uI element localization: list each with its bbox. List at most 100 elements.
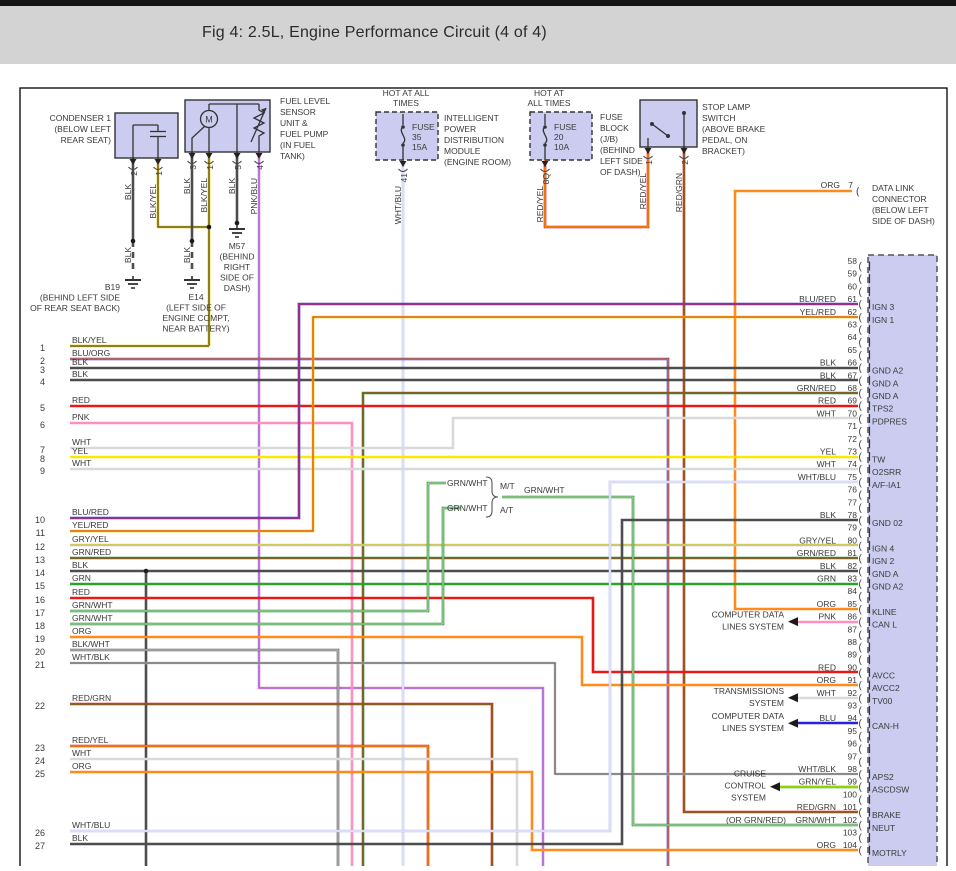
hot-at-all-times-label: HOT AT [534,88,564,98]
pin-number: 92 [848,688,858,698]
fuse-symbol [400,126,406,144]
left-wire-number: 7 [40,445,45,455]
fuse-side-label: MODULE [444,146,481,156]
pin-signal-label: PDPRES [872,416,907,426]
pin-number: 98 [848,764,858,774]
left-wire-number: 27 [35,841,45,851]
junction-dot [206,224,212,230]
pin-number: 79 [848,523,858,533]
fuse-rating-label: 20 [554,132,564,142]
pin-number: 58 [848,256,858,266]
pin-wire-code: BLK [182,178,192,194]
wire-stripe-GRN-WHT [70,482,446,612]
pin-arrow-icon [129,159,137,165]
data-link-connector-label: SIDE OF DASH) [872,216,935,226]
pin-number: 61 [848,294,858,304]
left-wire-number: 8 [40,454,45,464]
pin-number: 88 [848,637,858,647]
ground-label: NEAR BATTERY) [162,324,229,334]
hot-at-all-times-label: HOT AT ALL [383,88,430,98]
pin-signal-label: BRAKE [872,810,901,820]
left-wire-code: BLU/ORG [72,348,110,358]
pin-bracket-icon [232,160,242,164]
system-ref-arrow-icon [770,782,780,792]
stop-lamp-switch-label: STOP LAMP [702,102,751,112]
left-wire-number: 14 [35,568,45,578]
pin-bracket-icon: ( [859,274,863,285]
wire-WHT [70,757,519,871]
pin-arrow-icon [680,148,688,154]
pin-wire-code: ORG [821,180,840,190]
left-wire-number: 16 [35,595,45,605]
pin-wire-code: YEL/RED [800,307,836,317]
pin-signal-label: CAN-H [872,721,899,731]
mt-wire-code: GRN/WHT [447,478,488,488]
stop-lamp-switch-label: SWITCH [702,113,736,123]
fuse-side-label: OF DASH) [600,167,641,177]
pin-bracket-icon [204,160,214,164]
ground-label: B19 [105,282,120,292]
pin-signal-label: A/F-IA1 [872,480,901,490]
pin-bracket-icon: ( [859,262,863,273]
junction-dot [234,220,240,226]
pin-signal-label: GND A [872,378,899,388]
left-wire-code: BLK [72,833,88,843]
pin-wire-code: BLK [820,561,836,571]
wire-stripe-GRN-RED [362,392,858,871]
fuse-rating-label: 15A [412,142,427,152]
pin-number: 74 [848,459,858,469]
pin-wire-code: GRN/WHT [795,815,836,825]
pin-bracket-icon: ( [859,808,863,819]
pin-wire-code: RED/YEL [535,186,545,223]
mt-tag: M/T [500,481,515,491]
left-wire-number: 15 [35,581,45,591]
pin-wire-code: PNK [819,612,837,622]
pin-bracket-icon [398,168,408,172]
ground-label: ENGINE COMPT, [162,313,229,323]
pin-bracket-icon: ( [859,325,863,336]
pin-number: 59 [848,269,858,279]
page-border [19,87,948,871]
pin-wire-code: GRN/YEL [799,777,837,787]
fuse-side-label: (BEHIND [600,145,635,155]
ground-label: SIDE OF [220,273,254,283]
pin-bracket-icon [187,160,197,164]
title-bar: Fig 4: 2.5L, Engine Performance Circuit … [0,0,956,64]
pin-signal-label: GND 02 [872,518,903,528]
pin-signal-label: TPS2 [872,404,894,414]
pin-signal-label: ASCDSW [872,785,909,795]
ground-label: (BEHIND LEFT SIDE [40,293,120,303]
pin-number: 102 [843,815,857,825]
fuse-rating-label: FUSE [554,122,577,132]
pin-bracket-icon: ( [859,731,863,742]
pin-bracket-icon: ( [859,477,863,488]
pin-signal-label: NEUT [872,823,895,833]
fuel-pump-box [184,99,271,153]
pin-bracket-icon: ( [859,617,863,628]
pin-bracket-icon: ( [859,554,863,565]
pin-arrow-icon [399,161,407,167]
pin-bracket-icon: ( [859,363,863,374]
fuel-pump-label: TANK) [280,151,305,161]
switch-lever-icon [651,123,669,137]
fuse-side-label: POWER [444,124,476,134]
pin-bracket-icon: ( [859,604,863,615]
pin-bracket-icon [679,155,689,159]
ground-label: E14 [188,292,203,302]
left-wire-code: RED [72,587,90,597]
ground-label: M57 [229,241,246,251]
pin-bracket-icon: ( [859,757,863,768]
left-wire-code: GRN/WHT [72,613,113,623]
pin-bracket-icon: ( [859,643,863,654]
pin-bracket-icon: ( [859,833,863,844]
left-wire-code: RED/YEL [72,735,109,745]
left-wire-number: 5 [40,403,45,413]
pin-wire-code: RED/GRN [797,802,836,812]
fuse-side-label: (J/B) [600,134,618,144]
system-ref-label: COMPUTER DATA [712,711,785,721]
pin-wire-code: WHT [817,459,836,469]
pin-number: 67 [848,370,858,380]
pin-wire-code: RED [818,662,836,672]
left-wire-code: BLK/YEL [72,335,107,345]
pin-number: 75 [848,472,858,482]
